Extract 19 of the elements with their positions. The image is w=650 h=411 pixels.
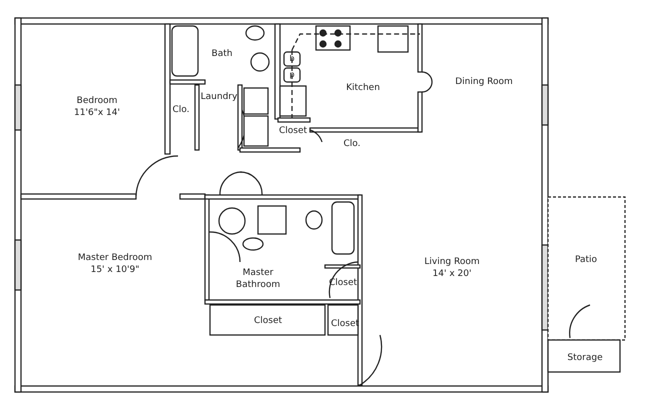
room-label: Dining Room xyxy=(455,76,513,88)
room-label: Patio xyxy=(574,254,598,266)
appliance-letter: b xyxy=(289,53,295,65)
room-label: Clo. xyxy=(344,138,360,150)
room-label: Bedroom xyxy=(76,95,118,107)
room-label: Bath xyxy=(212,48,232,60)
room-label: Laundry xyxy=(200,91,238,103)
room-label: Living Room xyxy=(424,256,480,268)
room-label: Clo. xyxy=(172,104,190,116)
room-dimensions: 14' x 20' xyxy=(432,268,472,280)
room-label: Master Bedroom xyxy=(78,252,152,264)
room-label: Storage xyxy=(567,352,603,364)
room-label: Closet xyxy=(254,315,282,327)
room-label: Kitchen xyxy=(346,82,380,94)
room-label: Closet xyxy=(278,125,308,137)
room-dimensions: 15' x 10'9" xyxy=(90,264,140,276)
appliance-letter: p xyxy=(289,69,295,81)
room-dimensions: 11'6"x 14' xyxy=(74,107,120,119)
room-label: Master Bathroom xyxy=(232,267,284,291)
